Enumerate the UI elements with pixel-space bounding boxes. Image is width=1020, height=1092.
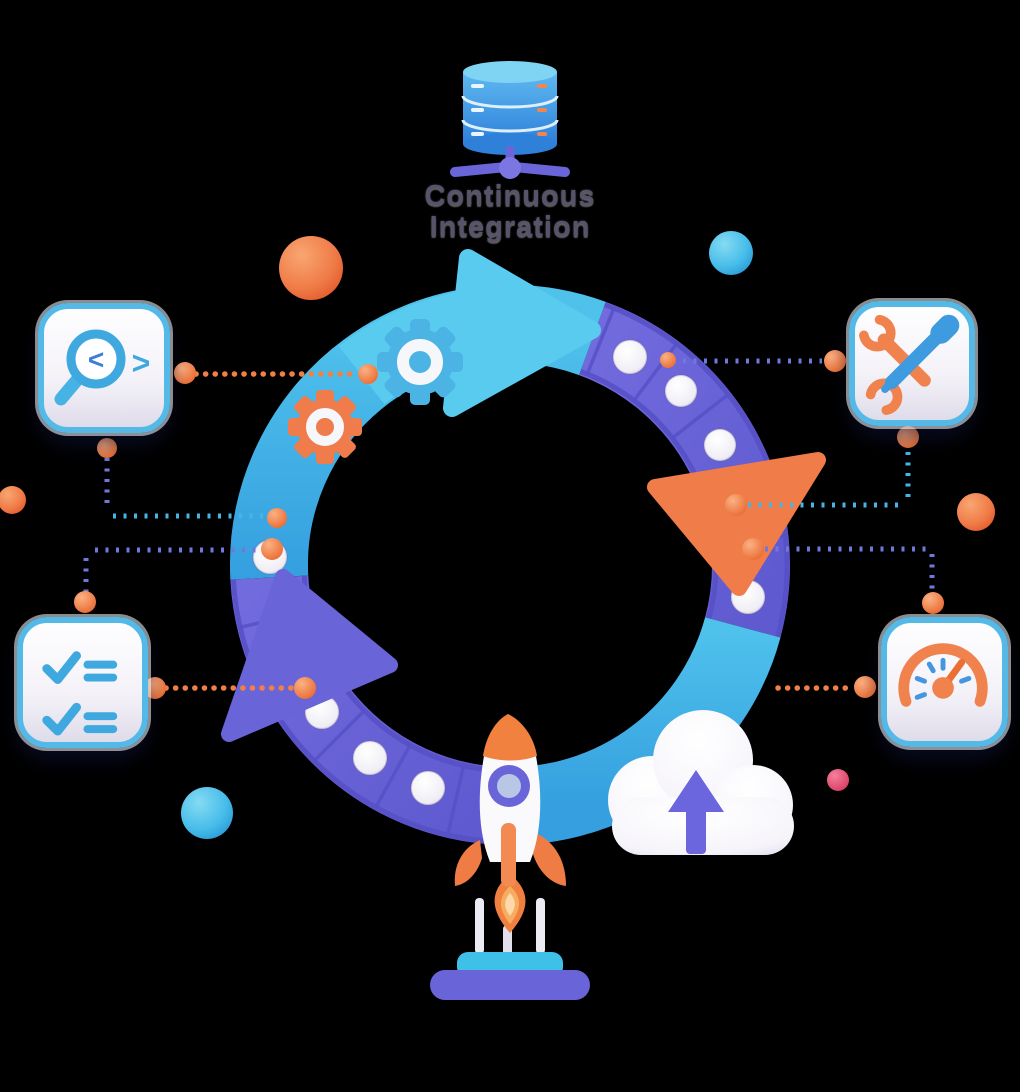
- title-line-2: Integration: [429, 211, 591, 243]
- tools-card: [849, 301, 975, 426]
- ring-white-dots: [252, 339, 766, 806]
- gear-orange-icon: [288, 390, 362, 464]
- diagram-title: Continuous Integration: [0, 181, 1020, 243]
- title-line-1: Continuous: [424, 180, 596, 212]
- code-review-magnifier-icon: < >: [54, 329, 151, 406]
- crimson-ball-right: [827, 769, 849, 791]
- gear-blue-icon: [377, 319, 463, 405]
- decor-balls: [0, 231, 995, 839]
- cyan-ball-top-right: [709, 231, 753, 275]
- connector-lines: [83, 358, 935, 691]
- speedometer-gauge-icon: [898, 643, 988, 707]
- gauge-card: [881, 617, 1008, 747]
- checklist-icon: [42, 651, 118, 736]
- svg-text:<: <: [88, 344, 104, 375]
- code-review-card: < >: [38, 303, 170, 433]
- cloud-upload-icon: [608, 710, 794, 855]
- flow-arrow-purple: [221, 569, 398, 742]
- rocket-nose: [483, 714, 537, 761]
- orange-ball-right: [957, 493, 995, 531]
- wrench-screwdriver-icon: [859, 314, 960, 415]
- launchpad-base: [430, 970, 590, 1000]
- checklist-card: [17, 617, 148, 748]
- connector-dots: [74, 350, 944, 699]
- cyan-ball-bottom-left: [181, 787, 233, 839]
- rocket-launch-icon: [430, 714, 590, 1000]
- network-connector-icon: [450, 145, 570, 179]
- flow-arrow-orange: [647, 452, 826, 596]
- svg-text:>: >: [132, 345, 151, 381]
- orange-ball-top-left: [279, 236, 343, 300]
- database-server-icon: [461, 61, 559, 155]
- orange-ball-left-edge: [0, 486, 26, 514]
- upload-arrow-icon: [668, 770, 724, 854]
